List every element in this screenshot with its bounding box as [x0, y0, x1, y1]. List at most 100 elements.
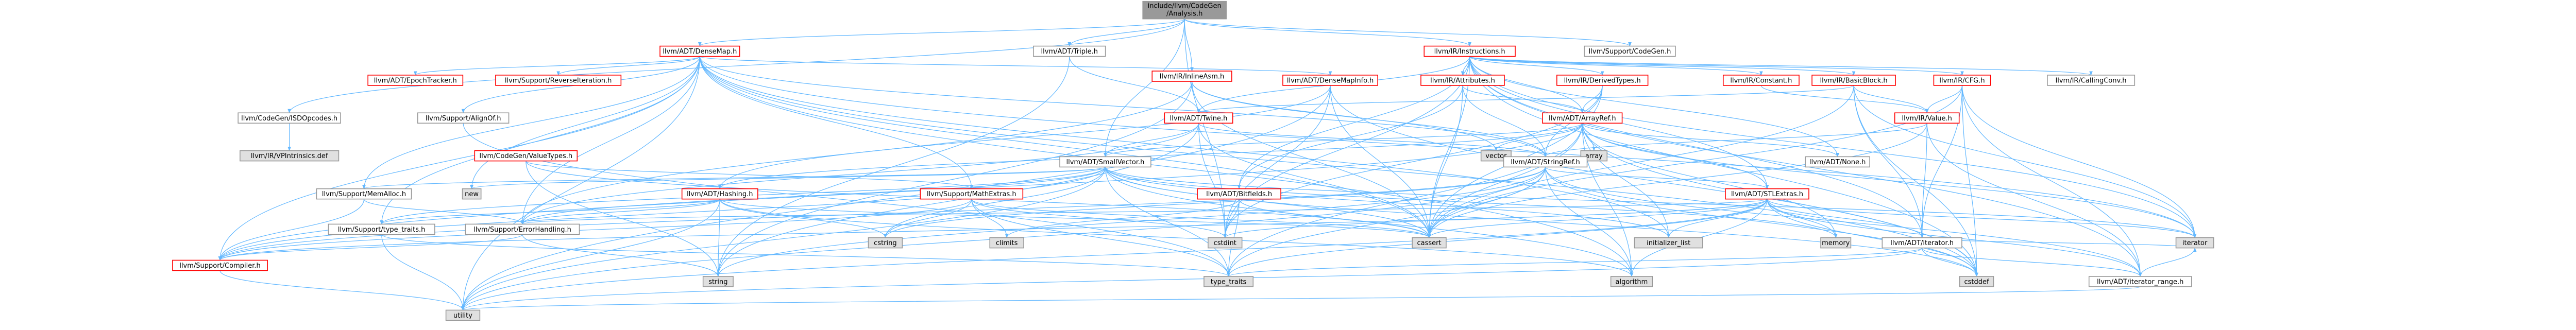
node-memory[interactable]: memory	[1820, 237, 1852, 249]
node-llvm-adt-stlextras-h[interactable]: llvm/ADT/STLExtras.h	[1725, 188, 1809, 200]
node-label: vector	[1485, 152, 1507, 160]
node-llvm-ir-basicblock-h[interactable]: llvm/IR/BasicBlock.h	[1811, 75, 1896, 86]
node-box	[417, 112, 510, 124]
node-llvm-ir-inlineasm-h[interactable]: llvm/IR/InlineAsm.h	[1151, 71, 1232, 82]
node-llvm-adt-hashing-h[interactable]: llvm/ADT/Hashing.h	[681, 188, 758, 200]
edge-valuetypes-to-mathextras	[526, 161, 973, 189]
edge-inlineasm-to-vector	[1191, 81, 1498, 151]
node-climits[interactable]: climits	[989, 237, 1024, 249]
node-llvm-adt-densemap-h[interactable]: llvm/ADT/DenseMap.h	[659, 45, 740, 57]
edge-cfg-to-iterrange	[1961, 85, 2142, 277]
node-cstddef[interactable]: cstddef	[1959, 276, 1994, 287]
node-box	[2175, 237, 2214, 249]
node-initializer-list[interactable]: initializer_list	[1634, 237, 1703, 249]
edge-basicblock-to-irvalue	[1853, 85, 1929, 114]
node-llvm-codegen-valuetypes-h[interactable]: llvm/CodeGen/ValueTypes.h	[474, 150, 578, 162]
node-box	[1725, 188, 1809, 200]
node-llvm-adt-epochtracker-h[interactable]: llvm/ADT/EpochTracker.h	[367, 75, 464, 86]
edge-basicblock-to-iteratorh	[1853, 85, 1924, 238]
node-cstring[interactable]: cstring	[868, 237, 903, 249]
node-label: llvm/Support/ReverseIteration.h	[505, 77, 612, 84]
node-llvm-ir-instructions-h[interactable]: llvm/IR/Instructions.h	[1423, 45, 1516, 57]
edge-stlextras-to-cstdint	[1223, 199, 1768, 238]
edge-mathextras-to-cstdint	[971, 199, 1227, 238]
edge-root-to-supportcodegen	[1184, 19, 1632, 47]
node-llvm-adt-twine-h[interactable]: llvm/ADT/Twine.h	[1164, 112, 1233, 124]
node-llvm-support-compiler-h[interactable]: llvm/Support/Compiler.h	[172, 259, 268, 271]
edge-basicblock-to-cstddef	[1853, 85, 1978, 277]
node-llvm-adt-smallvector-h[interactable]: llvm/ADT/SmallVector.h	[1059, 156, 1151, 168]
node-label: include/llvm/CodeGen	[1148, 3, 1222, 10]
node-llvm-adt-stringref-h[interactable]: llvm/ADT/StringRef.h	[1503, 156, 1588, 168]
node-utility[interactable]: utility	[445, 309, 481, 321]
node-label: llvm/IR/DerivedTypes.h	[1564, 77, 1641, 84]
edge-cfg-to-iteratorh	[1920, 85, 1963, 238]
node-llvm-ir-attributes-h[interactable]: llvm/IR/Attributes.h	[1420, 75, 1505, 86]
node-type-traits[interactable]: type_traits	[1204, 276, 1254, 287]
edge-densemapinfo-to-utility	[461, 85, 1331, 311]
node-llvm-codegen-isdopcodes-h[interactable]: llvm/CodeGen/ISDOpcodes.h	[238, 112, 341, 124]
edge-densemap-to-initlist	[699, 56, 1670, 238]
edge-arrayref-to-initlist	[1582, 123, 1671, 238]
node-cassert[interactable]: cassert	[1412, 237, 1447, 249]
node-llvm-ir-derivedtypes-h[interactable]: llvm/IR/DerivedTypes.h	[1556, 75, 1649, 86]
node-label: llvm/IR/Constant.h	[1730, 77, 1792, 84]
edge-instructions-to-cstddef	[1469, 56, 1978, 277]
node-llvm-adt-iterator-range-h[interactable]: llvm/ADT/iterator_range.h	[2088, 276, 2192, 287]
node-algorithm[interactable]: algorithm	[1610, 276, 1653, 287]
edge-densemap-to-stringref	[699, 56, 1547, 158]
node-llvm-support-type-traits-h[interactable]: llvm/Support/type_traits.h	[328, 223, 435, 235]
node-box	[1151, 71, 1232, 82]
node-box	[316, 188, 412, 200]
node-label: iterator	[2182, 239, 2208, 247]
node-llvm-adt-iterator-h[interactable]: llvm/ADT/iterator.h	[1882, 237, 1962, 249]
edge-twine-to-stringref	[1198, 123, 1547, 158]
node-box	[240, 150, 340, 162]
node-llvm-support-codegen-h[interactable]: llvm/Support/CodeGen.h	[1584, 45, 1676, 57]
node-include-llvm-codegen-analysis-h[interactable]: include/llvm/CodeGen/Analysis.h	[1142, 1, 1227, 20]
node-llvm-ir-cfg-h[interactable]: llvm/IR/CFG.h	[1933, 75, 1991, 86]
edge-irvalue-to-cassert	[1427, 123, 1927, 238]
node-llvm-support-errorhandling-h[interactable]: llvm/Support/ErrorHandling.h	[465, 223, 580, 235]
edge-attributes-to-cassert	[1427, 85, 1463, 238]
edge-irvalue-to-iteratorh	[1920, 123, 1927, 238]
node-llvm-support-memalloc-h[interactable]: llvm/Support/MemAlloc.h	[316, 188, 412, 200]
edge-stlextras-to-iteratorh	[1767, 199, 1924, 238]
edge-smallvector-to-new	[470, 166, 1106, 189]
node-llvm-adt-triple-h[interactable]: llvm/ADT/Triple.h	[1033, 45, 1106, 57]
node-label: cstring	[874, 239, 896, 247]
edge-bitfields-to-climits	[1005, 199, 1240, 238]
node-label: llvm/Support/MemAlloc.h	[322, 190, 406, 198]
node-llvm-ir-callingconv-h[interactable]: llvm/IR/CallingConv.h	[2047, 75, 2136, 86]
edge-basicblock-to-cassert	[1427, 85, 1854, 238]
edge-instructions-to-basicblock	[1469, 56, 1856, 76]
node-llvm-ir-vpintrinsics-def[interactable]: llvm/IR/VPIntrinsics.def	[240, 150, 340, 162]
node-llvm-ir-constant-h[interactable]: llvm/IR/Constant.h	[1722, 75, 1800, 86]
node-box	[989, 237, 1024, 249]
node-new[interactable]: new	[462, 188, 482, 200]
edge-root-to-smallvector	[1104, 19, 1185, 158]
edge-iteratorh-to-iterrange	[1922, 248, 2142, 277]
node-llvm-support-mathextras-h[interactable]: llvm/Support/MathExtras.h	[920, 188, 1024, 200]
edge-instructions-to-cassert	[1427, 56, 1470, 238]
edge-smallvector-to-iterator	[1105, 167, 2197, 238]
node-llvm-adt-densemapinfo-h[interactable]: llvm/ADT/DenseMapInfo.h	[1282, 75, 1378, 86]
dependency-edges	[218, 19, 2197, 311]
node-label: /Analysis.h	[1166, 10, 1202, 18]
node-llvm-ir-value-h[interactable]: llvm/IR/Value.h	[1894, 112, 1960, 124]
node-llvm-adt-none-h[interactable]: llvm/ADT/None.h	[1805, 156, 1870, 168]
node-label: llvm/ADT/Twine.h	[1170, 115, 1228, 123]
node-llvm-support-alignof-h[interactable]: llvm/Support/AlignOf.h	[417, 112, 510, 124]
node-box	[1820, 237, 1852, 249]
node-box	[1164, 112, 1233, 124]
node-cstdint[interactable]: cstdint	[1208, 237, 1243, 249]
node-box	[1610, 276, 1653, 287]
node-llvm-adt-bitfields-h[interactable]: llvm/ADT/Bitfields.h	[1197, 188, 1281, 200]
node-llvm-adt-arrayref-h[interactable]: llvm/ADT/ArrayRef.h	[1542, 112, 1623, 124]
node-string[interactable]: string	[702, 276, 734, 287]
node-llvm-support-reverseiteration-h[interactable]: llvm/Support/ReverseIteration.h	[495, 75, 622, 86]
node-label: llvm/Support/type_traits.h	[338, 226, 426, 234]
edge-stringref-to-compiler	[218, 167, 1546, 261]
edge-stringref-to-cassert	[1427, 167, 1546, 238]
node-iterator[interactable]: iterator	[2175, 237, 2214, 249]
